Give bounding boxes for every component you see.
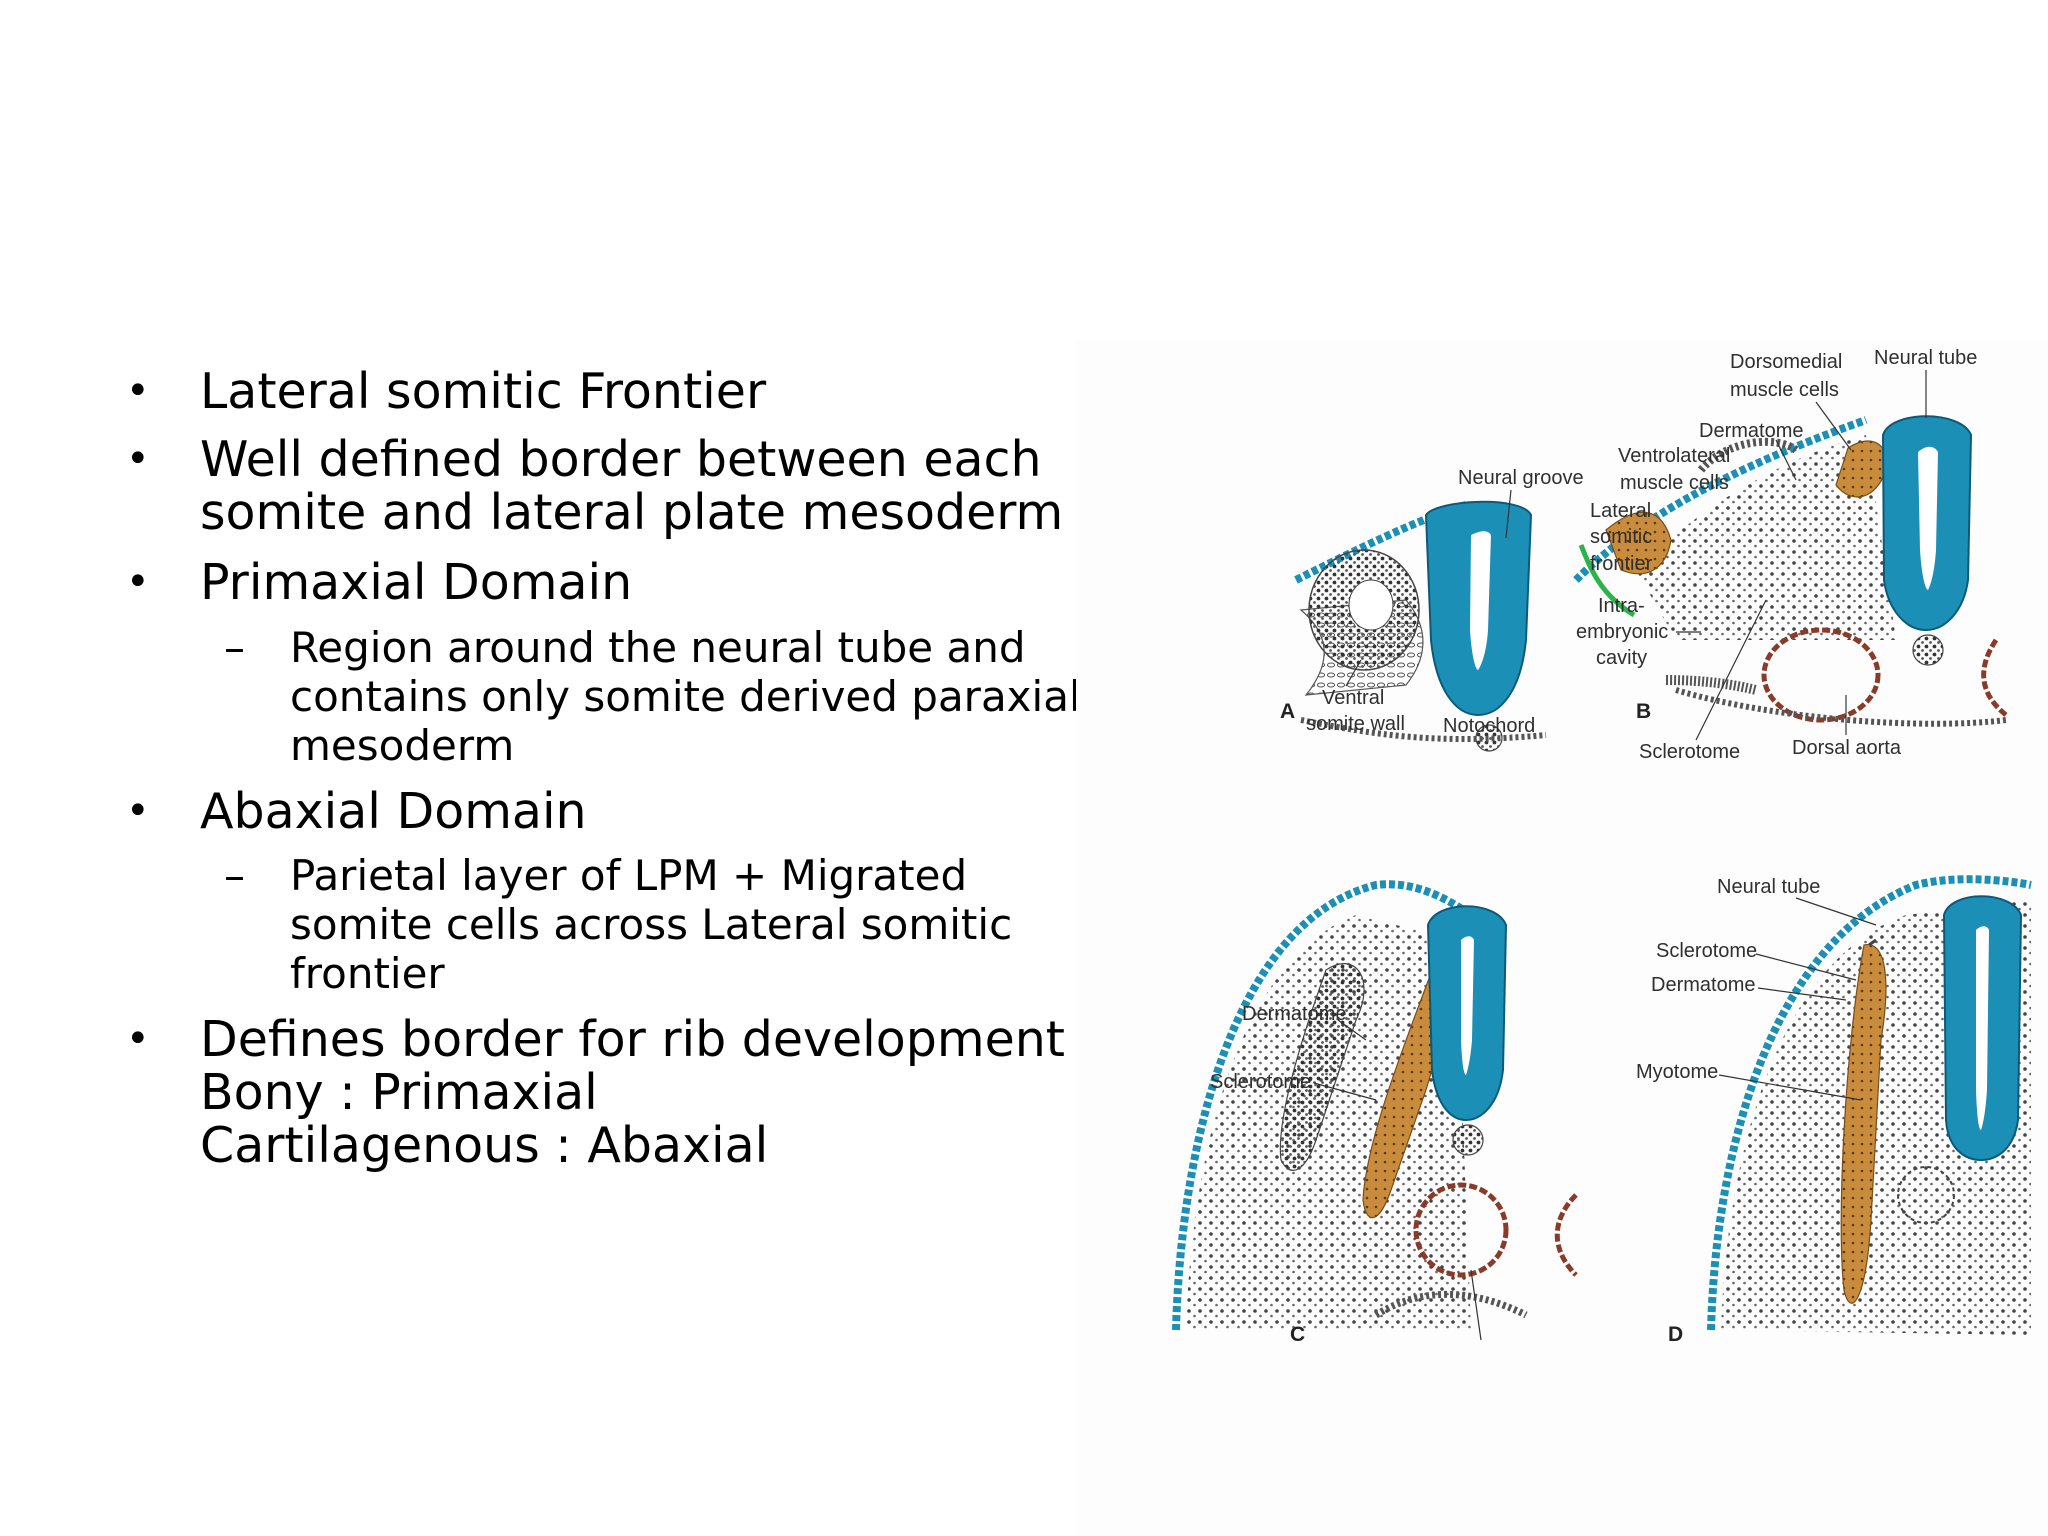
label-embryonic: embryonic (1576, 621, 1668, 643)
subbullet-marker: – (224, 623, 245, 672)
bullet-text: Defines border for rib development (200, 1011, 1066, 1068)
bullet-text: somite and lateral plate mesoderm (200, 484, 1064, 541)
panel-c (1172, 880, 1578, 1341)
panel-b (1573, 415, 2008, 727)
bullet-marker: • (126, 788, 150, 834)
label-cavity: cavity (1596, 647, 1647, 669)
label-ventrolateral: Ventrolateral (1618, 445, 1730, 467)
bullet-rib-development: • Defines border for rib development Bon… (126, 1011, 1066, 1174)
subbullet-text: mesoderm (290, 721, 515, 770)
panel-a-letter: A (1280, 700, 1295, 723)
label-somite-wall: somite wall (1306, 713, 1405, 735)
subbullet-abaxial-region: – Parietal layer of LPM + Migrated somit… (224, 851, 1013, 998)
label-frontier: frontier (1590, 553, 1653, 575)
label-sclerotome-b: Sclerotome (1639, 741, 1740, 763)
panel-d-letter: D (1668, 1323, 1683, 1346)
label-notochord: Notochord (1443, 715, 1535, 737)
panel-d (1707, 875, 2032, 1335)
label-sclerotome-d: Sclerotome (1656, 940, 1757, 962)
subbullet-text: somite cells across Lateral somitic (290, 900, 1013, 949)
label-neural-groove: Neural groove (1458, 467, 1584, 489)
label-dorsomedial: Dorsomedial (1730, 351, 1842, 373)
label-intra: Intra- (1598, 595, 1645, 617)
label-neural-tube-d: Neural tube (1717, 876, 1820, 898)
subbullet-text: contains only somite derived paraxial (290, 672, 1081, 721)
bullet-text: Primaxial Domain (200, 554, 633, 611)
subbullet-text: Parietal layer of LPM + Migrated (290, 851, 968, 900)
label-neural-tube-b: Neural tube (1874, 347, 1977, 369)
label-ventral: Ventral (1322, 687, 1384, 709)
bullet-text: Lateral somitic Frontier (200, 363, 767, 420)
bullet-lateral-somitic-frontier: • Lateral somitic Frontier (126, 363, 767, 420)
bullet-marker: • (126, 436, 150, 482)
bullet-marker: • (126, 368, 150, 414)
label-myotome-d: Myotome (1636, 1061, 1718, 1083)
bullet-text: Bony : Primaxial (200, 1064, 598, 1121)
label-dermatome-b: Dermatome (1699, 420, 1803, 442)
label-somitic: somitic (1590, 526, 1652, 548)
panel-c-letter: C (1290, 1323, 1305, 1346)
label-dermatome-d: Dermatome (1651, 974, 1755, 996)
bullet-marker: • (126, 1016, 150, 1062)
bullet-text: Well defined border between each (200, 431, 1042, 488)
bullet-list: • Lateral somitic Frontier • Well define… (0, 0, 1081, 1200)
label-dermatome-c: Dermatome (1242, 1003, 1346, 1025)
label-ventrolateral-cells: muscle cells (1620, 472, 1729, 494)
bullet-well-defined-border: • Well defined border between each somit… (126, 431, 1064, 541)
panel-b-letter: B (1636, 700, 1651, 723)
label-dorsomedial-cells: muscle cells (1730, 379, 1839, 401)
label-lateral: Lateral (1590, 500, 1651, 522)
bullet-marker: • (126, 559, 150, 605)
subbullet-marker: – (224, 851, 245, 900)
somite-development-figure: A Neural groove Ventral somite wall Noto… (1076, 340, 2048, 1536)
bullet-text: Cartilagenous : Abaxial (200, 1117, 769, 1174)
bullet-primaxial-domain: • Primaxial Domain (126, 554, 633, 611)
label-dorsal-aorta: Dorsal aorta (1792, 737, 1902, 759)
panel-a (1294, 500, 1547, 752)
subbullet-primaxial-region: – Region around the neural tube and cont… (224, 623, 1081, 770)
bullet-text: Abaxial Domain (200, 783, 587, 840)
subbullet-text: frontier (290, 949, 445, 998)
subbullet-text: Region around the neural tube and (290, 623, 1026, 672)
label-sclerotome-c: Sclerotome (1210, 1071, 1311, 1093)
bullet-abaxial-domain: • Abaxial Domain (126, 783, 587, 840)
